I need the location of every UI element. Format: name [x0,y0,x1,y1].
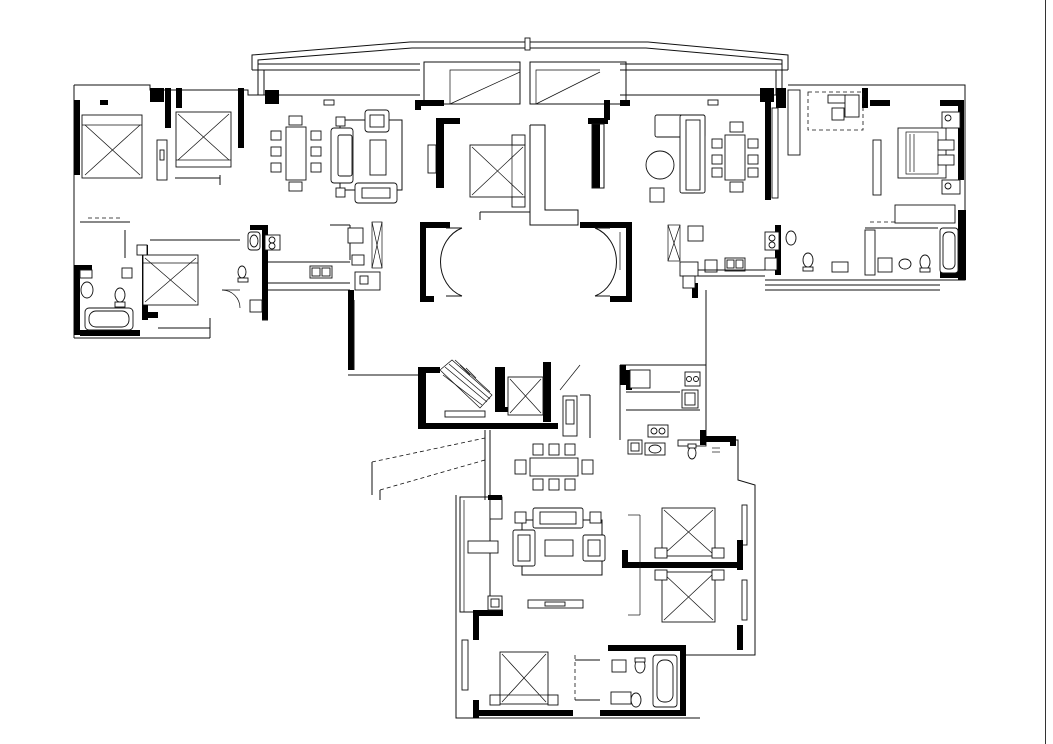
roof-post [524,37,531,51]
bed-lower-right-2 [654,569,725,623]
stairs [439,359,493,409]
kitchen-lower [620,365,736,460]
page-edge [1045,0,1053,744]
dining-left [270,115,322,192]
bed-lower-right-1 [654,507,725,559]
bed-master-right [897,111,961,195]
center-section [348,100,707,438]
right-wing [620,84,966,291]
partition-wall [622,562,737,568]
bathroom-left [79,269,134,331]
kitchen-right [667,224,797,289]
dining-right [711,121,759,193]
bed-left-1 [81,114,143,179]
kitchen-left [309,221,383,291]
bathroom-lower [574,645,686,716]
living-right [645,99,719,203]
top-balcony [251,37,789,105]
bed-left-3 [121,244,199,306]
elevator-core [418,359,591,438]
bed-left-2 [175,111,232,168]
cabinet-left [427,144,437,174]
bathroom-right [802,204,959,276]
lower-unit [371,364,756,719]
dining-lower [514,443,594,491]
living-left [323,99,403,204]
left-wing [73,84,460,339]
bed-lower-bottom [489,651,559,706]
bathroom-left-2 [221,231,281,313]
living-lower [512,507,606,609]
